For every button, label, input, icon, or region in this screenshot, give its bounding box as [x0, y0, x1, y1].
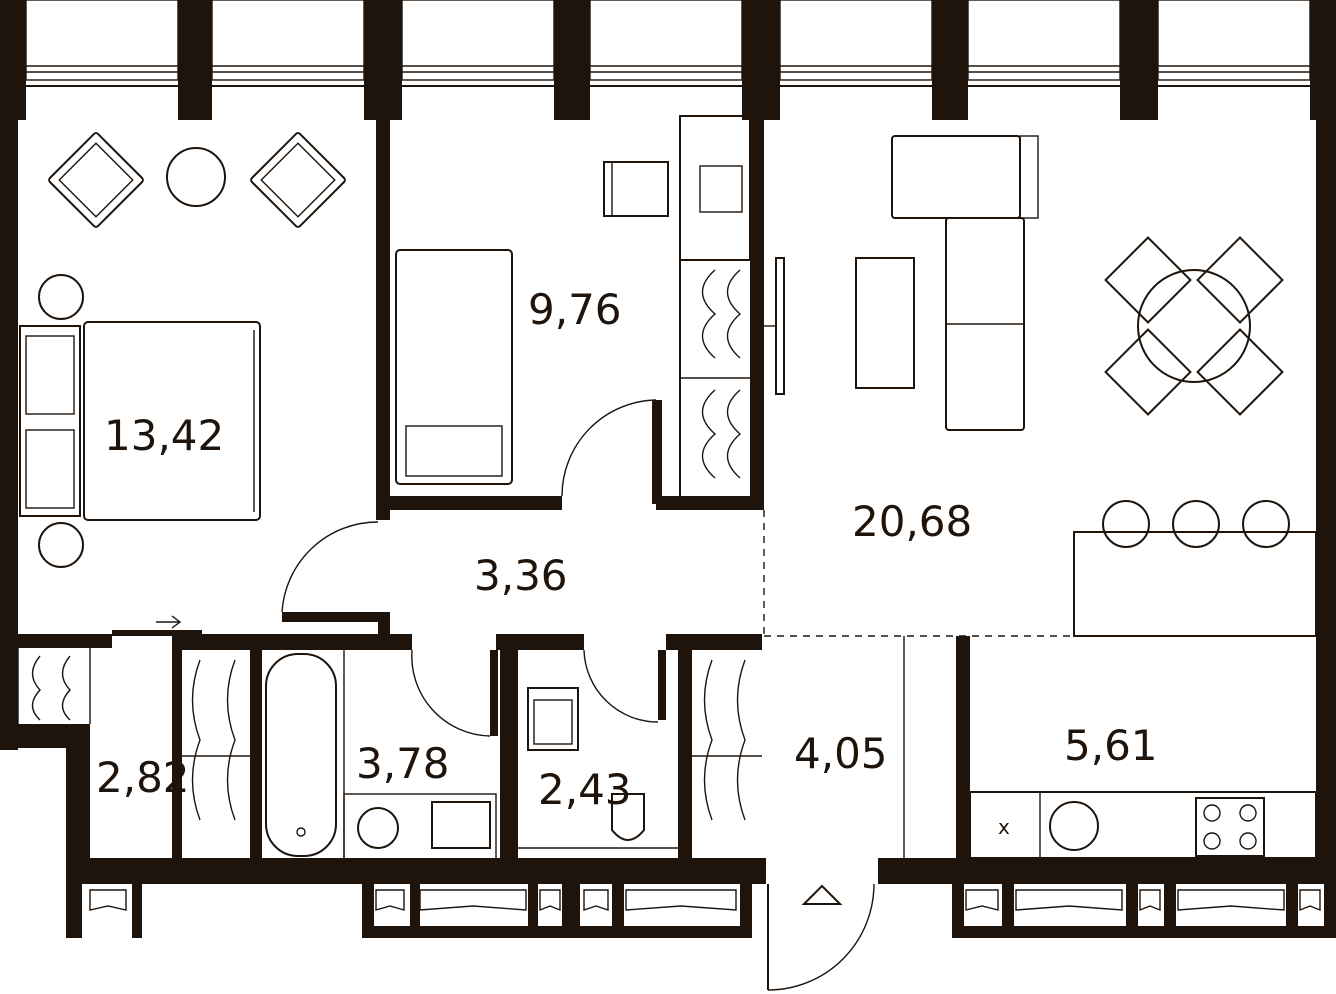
door-arrow-icon	[156, 615, 182, 629]
room-area-hall: 3,36	[474, 551, 568, 600]
room-area-entrance-hall: 4,05	[794, 729, 888, 778]
wardrobe-rails	[17, 269, 762, 821]
room-area-wardrobe: 2,82	[96, 753, 190, 802]
room-area-living-kitchen: 20,68	[852, 497, 972, 546]
living-furniture	[762, 135, 1317, 637]
hood-mark: x	[998, 815, 1010, 839]
kids-furniture	[395, 115, 751, 496]
bathroom-fixtures	[265, 650, 678, 863]
walls	[0, 0, 1336, 938]
entrance-arrow-icon	[801, 884, 843, 905]
bedroom-furniture	[19, 132, 346, 568]
room-area-bathroom: 3,78	[356, 739, 450, 788]
top-windows	[25, 0, 1311, 87]
room-area-toilet: 2,43	[538, 765, 632, 814]
doors	[281, 399, 875, 991]
kitchen-furniture	[903, 636, 1317, 859]
room-area-kids-room: 9,76	[528, 285, 622, 334]
room-area-bedroom: 13,42	[104, 411, 224, 460]
room-area-kitchen: 5,61	[1064, 721, 1158, 770]
bottom-niches	[89, 889, 1321, 912]
